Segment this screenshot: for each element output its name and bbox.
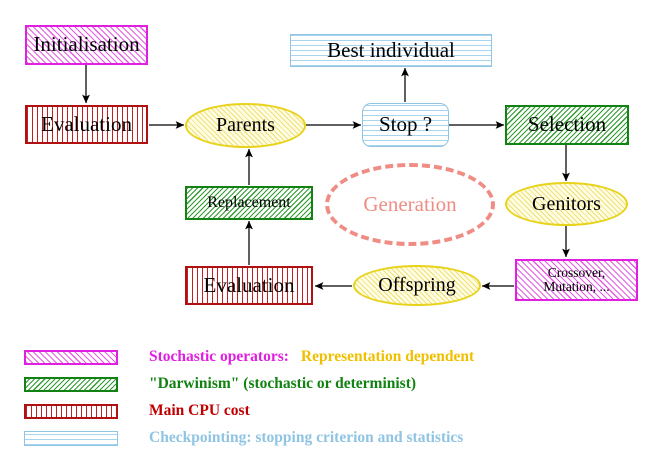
- node-initialisation[interactable]: Initialisation: [25, 25, 148, 65]
- node-offspring-label: Offspring: [378, 274, 456, 297]
- node-genitors[interactable]: Genitors: [505, 182, 628, 226]
- node-generation-label: Generation: [363, 191, 457, 216]
- node-stop[interactable]: Stop ?: [362, 103, 449, 147]
- legend-row-darwinism: "Darwinism" (stochastic or determinist): [24, 373, 416, 395]
- node-genitors-label: Genitors: [532, 192, 601, 215]
- node-initialisation-label: Initialisation: [33, 32, 140, 57]
- legend-swatch-green-diagonal-hatch: [24, 376, 118, 392]
- legend-label-main-cpu-cost: Main CPU cost: [149, 402, 250, 419]
- node-offspring[interactable]: Offspring: [353, 265, 481, 306]
- node-evaluation-top[interactable]: Evaluation: [25, 105, 148, 144]
- node-crossover-mutation-label: Crossover, Mutation, ...: [543, 265, 610, 294]
- legend-swatch-magenta-diagonal-hatch: [24, 349, 118, 365]
- legend-swatch-blue-horizontal-hatch: [24, 430, 118, 446]
- node-replacement-label: Replacement: [207, 193, 291, 211]
- node-evaluation-bottom-label: Evaluation: [203, 272, 295, 297]
- legend-swatch-red-vertical-hatch: [24, 403, 118, 419]
- node-stop-label: Stop ?: [378, 112, 433, 137]
- node-selection[interactable]: Selection: [505, 105, 629, 145]
- legend-label-stochastic-operators: Stochastic operators:: [149, 348, 289, 365]
- node-selection-label: Selection: [527, 112, 607, 137]
- legend-label-checkpointing: Checkpointing: stopping criterion and st…: [149, 429, 464, 446]
- node-crossover-mutation[interactable]: Crossover, Mutation, ...: [515, 259, 638, 301]
- legend-row-checkpointing: Checkpointing: stopping criterion and st…: [24, 427, 463, 449]
- node-replacement[interactable]: Replacement: [185, 186, 313, 220]
- legend-row-main-cpu-cost: Main CPU cost: [24, 400, 250, 422]
- node-best-individual[interactable]: Best individual: [290, 34, 492, 67]
- node-parents[interactable]: Parents: [185, 103, 306, 148]
- legend-label-darwinism: "Darwinism" (stochastic or determinist): [149, 375, 417, 392]
- node-parents-label: Parents: [216, 114, 275, 137]
- legend-row-stochastic-operators: Stochastic operators: Representation dep…: [24, 346, 474, 368]
- legend-label-representation-dependent: Representation dependent: [300, 348, 475, 365]
- node-evaluation-top-label: Evaluation: [41, 111, 132, 136]
- node-generation: Generation: [325, 163, 495, 246]
- node-evaluation-bottom[interactable]: Evaluation: [185, 266, 313, 305]
- node-best-individual-label: Best individual: [327, 37, 455, 62]
